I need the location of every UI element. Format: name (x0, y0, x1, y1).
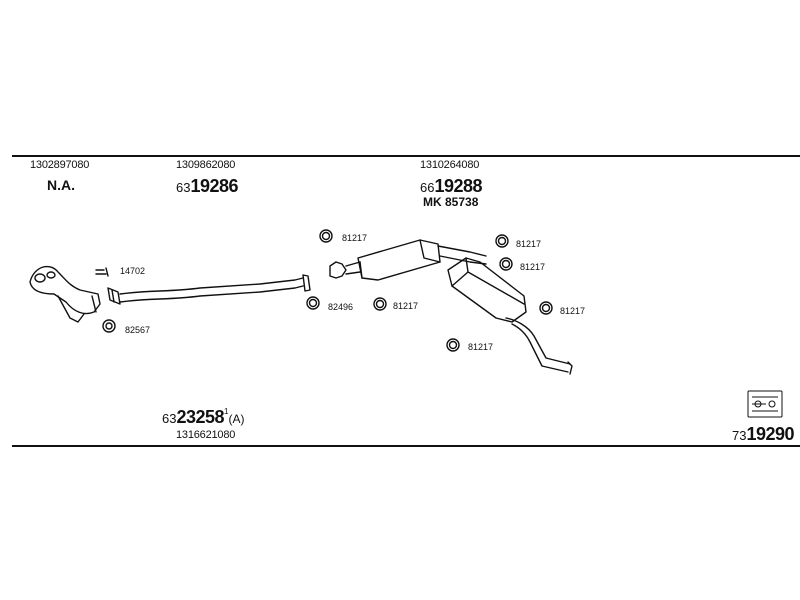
bolt-14702 (95, 267, 109, 277)
rubber-ring-81217-b (495, 234, 509, 248)
callout-14702: 14702 (120, 266, 146, 276)
rubber-ring-81217-d (373, 297, 387, 311)
rubber-ring-81217-f (446, 338, 460, 352)
callout-81217: 81217 (520, 262, 546, 272)
rear-silencer (447, 257, 527, 323)
footer-part-suffix: (A) (228, 412, 245, 426)
exhaust-manifold (29, 265, 101, 323)
part-number-1309862080: 1309862080 (176, 159, 236, 171)
middle-silencer (329, 239, 487, 281)
mounting-kit-label: MK 85738 (423, 195, 479, 209)
kit-ref-prefix: 73 (732, 428, 747, 443)
part-ref-19288: 6619288 (420, 176, 483, 196)
tail-pipe (505, 317, 573, 375)
kit-ref-main: 19290 (746, 424, 795, 444)
callout-81217: 81217 (468, 342, 494, 352)
footer-part-main: 23258 (176, 407, 225, 427)
footer-part-ref-23258: 63232581(A) (162, 408, 244, 427)
callout-81217: 81217 (342, 233, 368, 243)
footer-part-sup: 1 (224, 407, 229, 416)
callout-82567: 82567 (125, 325, 151, 335)
front-pipe (119, 274, 311, 303)
callout-81217: 81217 (516, 239, 542, 249)
rubber-ring-81217-c (499, 257, 513, 271)
footer-part-prefix: 63 (162, 411, 177, 426)
callout-81217: 81217 (560, 306, 586, 316)
kit-ref-19290: 7319290 (732, 424, 795, 444)
callout-82496: 82496 (328, 302, 354, 312)
flange (107, 287, 121, 305)
callout-81217: 81217 (393, 301, 419, 311)
rubber-ring-82496 (306, 296, 320, 310)
part-ref-19286: 6319286 (176, 176, 239, 196)
rubber-ring-81217-e (539, 301, 553, 315)
part-number-1302897080: 1302897080 (30, 159, 90, 171)
part-ref-main: 19288 (434, 176, 483, 196)
part-number-1310264080: 1310264080 (420, 159, 480, 171)
part-ref-main: 19286 (190, 176, 239, 196)
kit-box-icon (747, 390, 783, 418)
bottom-divider (12, 445, 800, 447)
footer-part-number-1316621080: 1316621080 (176, 429, 236, 441)
rubber-ring-81217-a (319, 229, 333, 243)
part-ref-prefix: 63 (176, 180, 191, 195)
part-ref-prefix: 66 (420, 180, 435, 195)
top-divider (12, 155, 800, 157)
part-na-label: N.A. (47, 177, 75, 193)
gasket-82567 (102, 319, 116, 333)
